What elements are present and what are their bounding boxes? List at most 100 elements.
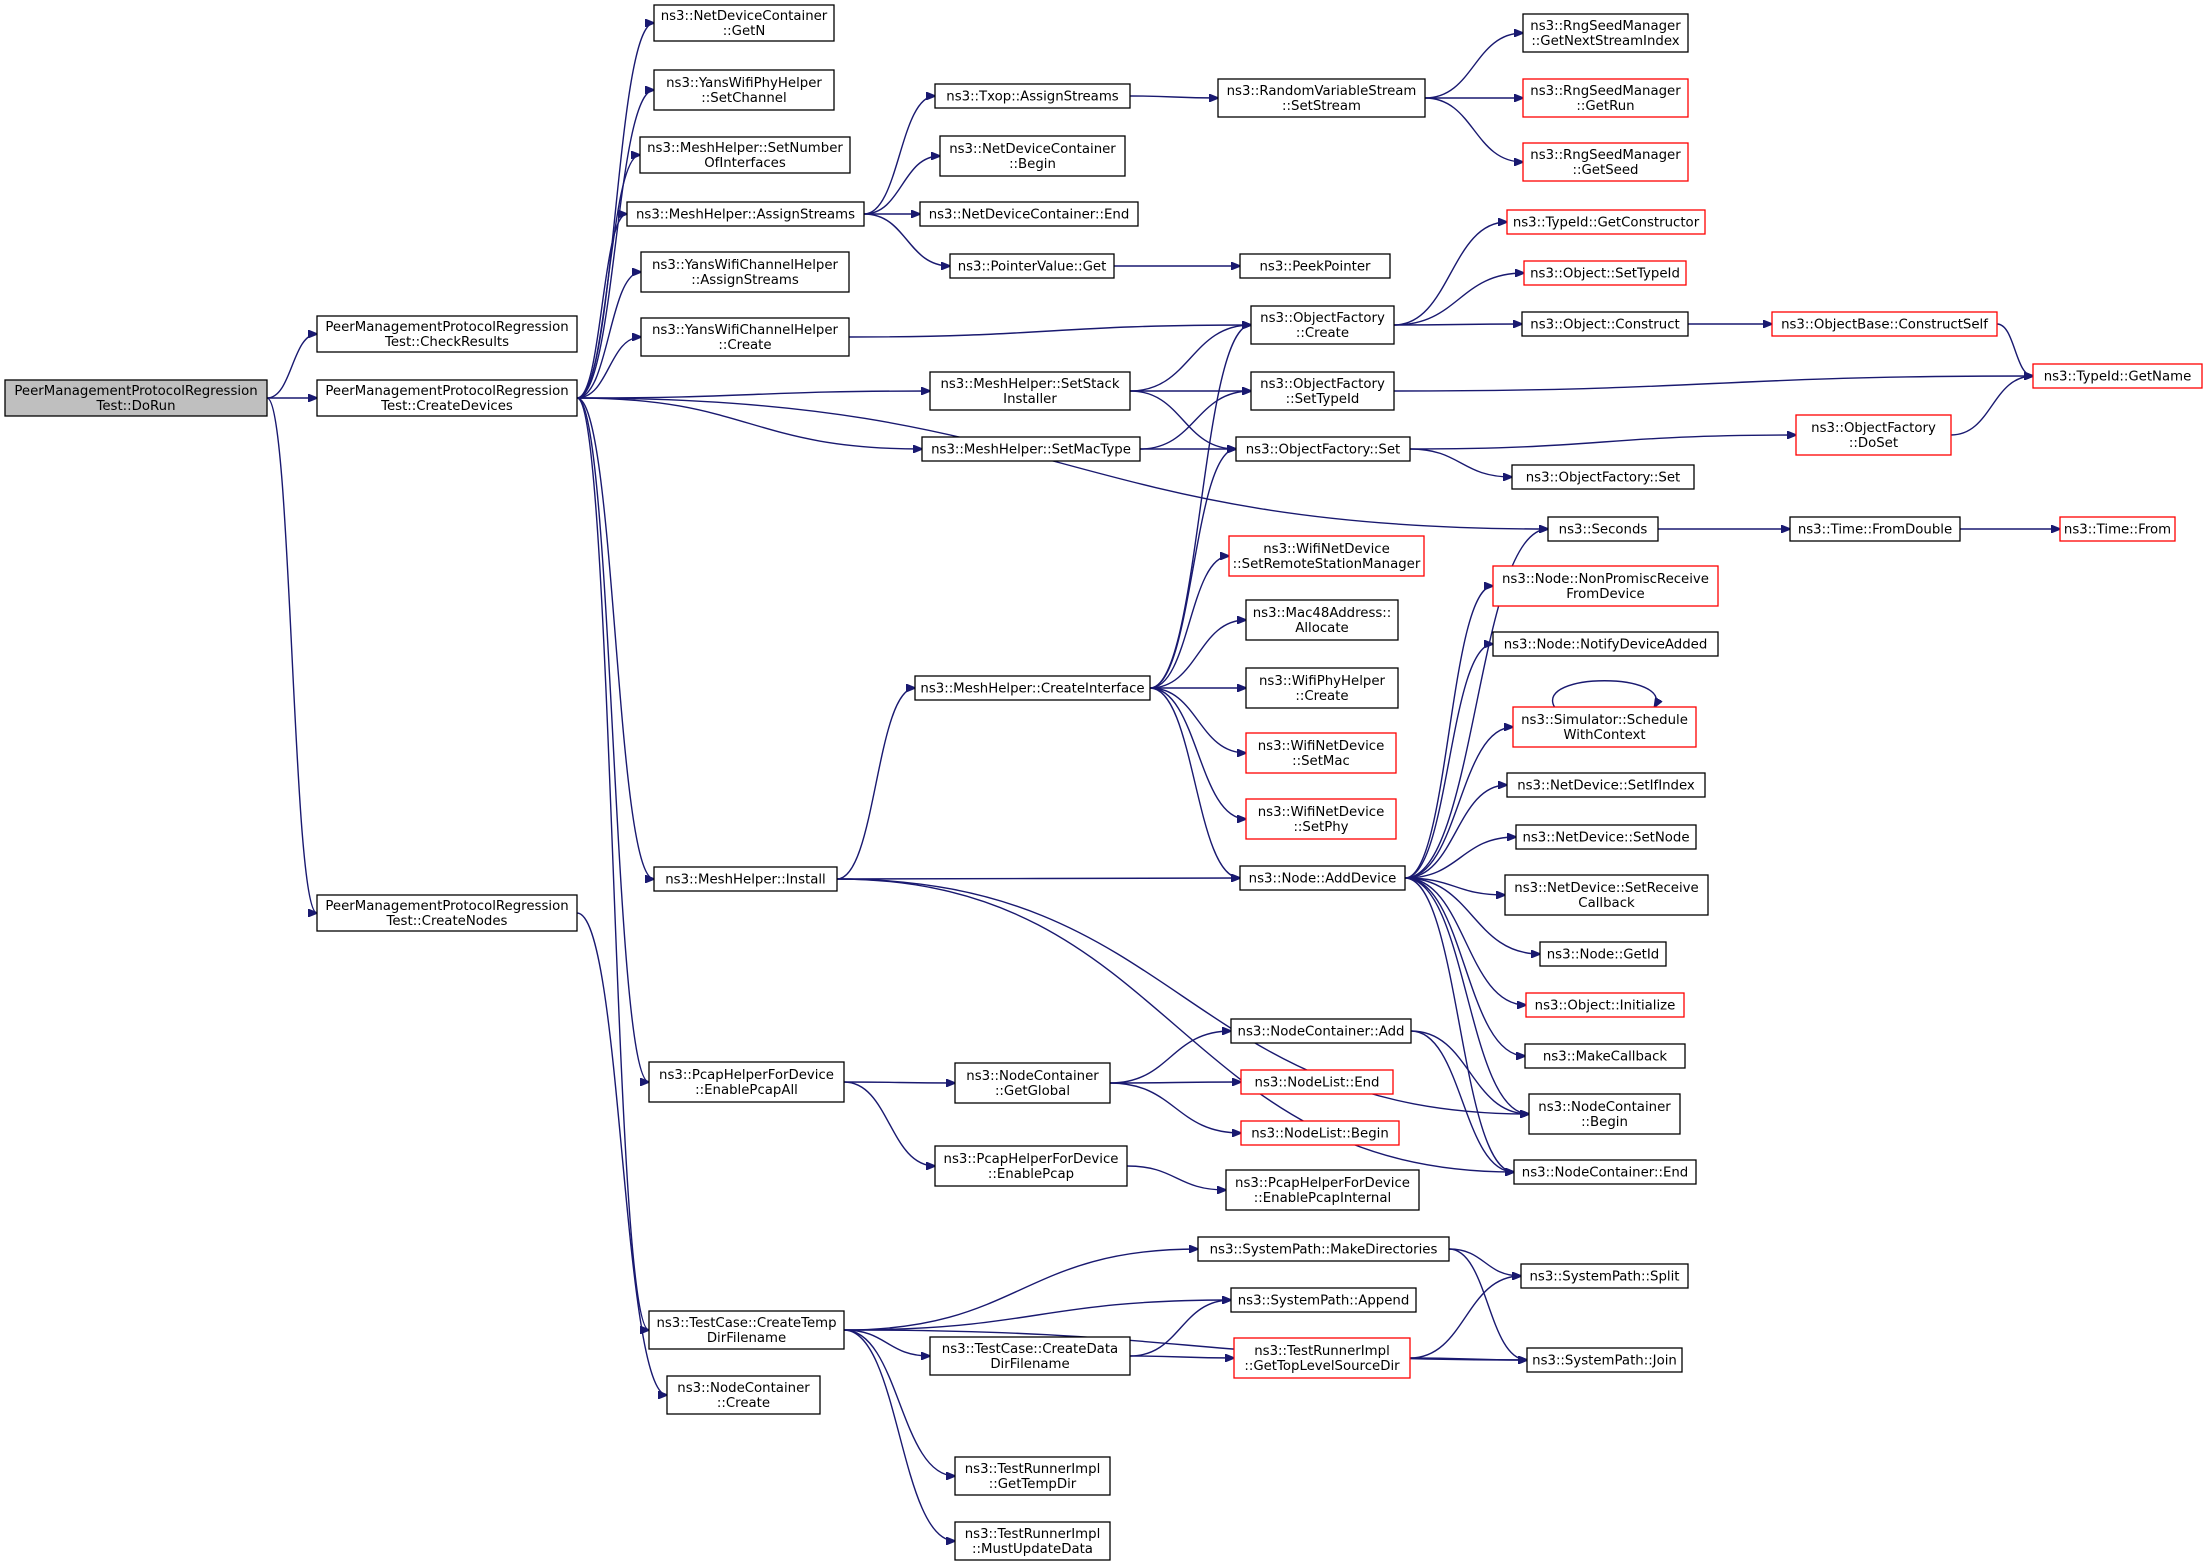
node-box	[1528, 1093, 1681, 1135]
node-ns3-txop-assignstreams[interactable]: ns3::Txop::AssignStreams	[934, 83, 1131, 109]
edge-n36-to-n55	[1404, 785, 1507, 879]
node-ns3-time-fromdouble[interactable]: ns3::Time::FromDouble	[1789, 516, 1961, 542]
node-ns3-nodecontainer-create[interactable]: ns3::NodeContainer::Create	[666, 1375, 821, 1415]
node-label-line: ::GetRun	[1576, 99, 1634, 114]
node-ns3-netdevicecontainer-end[interactable]: ns3::NetDeviceContainer::End	[919, 201, 1139, 227]
node-ns3-meshhelper-install[interactable]: ns3::MeshHelper::Install	[653, 866, 838, 892]
node-ns3-objectfactory-set[interactable]: ns3::ObjectFactory::Set	[1235, 436, 1411, 462]
node-ns3-wifinetdevice-setphy[interactable]: ns3::WifiNetDevice::SetPhy	[1245, 798, 1397, 840]
node-ns3-netdevicecontainer-begin[interactable]: ns3::NetDeviceContainer::Begin	[939, 135, 1126, 177]
node-ns3-systempath-split[interactable]: ns3::SystemPath::Split	[1520, 1263, 1689, 1289]
edge-n30-to-n50	[1409, 448, 1512, 477]
node-ns3-pcaphelperfordevice-enablepcapinternal[interactable]: ns3::PcapHelperForDevice::EnablePcapInte…	[1225, 1169, 1420, 1211]
node-ns3-yanswifiphyhelper-setchannel[interactable]: ns3::YansWifiPhyHelper::SetChannel	[653, 69, 835, 111]
node-ns3-rngseedmanager-getrun[interactable]: ns3::RngSeedManager::GetRun	[1522, 78, 1689, 118]
node-ns3-meshhelper-createinterface[interactable]: ns3::MeshHelper::CreateInterface	[914, 675, 1151, 701]
node-label-line: ns3::ObjectFactory::Set	[1526, 471, 1680, 486]
node-ns3-nodecontainer-add[interactable]: ns3::NodeContainer::Add	[1230, 1018, 1412, 1044]
node-ns3-testrunnerimpl-gettoplevelsourcedir[interactable]: ns3::TestRunnerImpl::GetTopLevelSourceDi…	[1233, 1337, 1411, 1379]
node-label-line: ns3::TestCase::CreateTemp	[656, 1316, 836, 1331]
node-ns3-pointervalue-get[interactable]: ns3::PointerValue::Get	[949, 253, 1115, 279]
node-ns3-time-from[interactable]: ns3::Time::From	[2059, 516, 2176, 542]
node-ns3-yanswifichannelhelper-assignstreams[interactable]: ns3::YansWifiChannelHelper::AssignStream…	[640, 251, 850, 293]
node-ns3-yanswifichannelhelper-create[interactable]: ns3::YansWifiChannelHelper::Create	[640, 317, 850, 357]
edge-n7-to-n17	[863, 213, 950, 266]
node-ns3-peekpointer[interactable]: ns3::PeekPointer	[1239, 253, 1391, 279]
node-ns3-nodelist-begin[interactable]: ns3::NodeList::Begin	[1240, 1120, 1400, 1146]
node-ns3-meshhelper-assignstreams[interactable]: ns3::MeshHelper::AssignStreams	[626, 201, 865, 227]
node-ns3-mac48address-allocate[interactable]: ns3::Mac48Address::Allocate	[1245, 599, 1399, 641]
edge-n0-to-n3	[266, 397, 317, 913]
node-ns3-makecallback[interactable]: ns3::MakeCallback	[1524, 1043, 1686, 1069]
node-label-line: OfInterfaces	[704, 156, 786, 171]
node-label-line: ::GetTempDir	[989, 1477, 1077, 1492]
node-ns3-rngseedmanager-getseed[interactable]: ns3::RngSeedManager::GetSeed	[1522, 142, 1689, 182]
node-ns3-systempath-append[interactable]: ns3::SystemPath::Append	[1230, 1287, 1417, 1313]
node-ns3-objectfactory-doset[interactable]: ns3::ObjectFactory::DoSet	[1795, 414, 1952, 456]
node-ns3-netdevice-setifindex[interactable]: ns3::NetDevice::SetIfIndex	[1506, 772, 1706, 798]
node-ns3-meshhelper-setmactype[interactable]: ns3::MeshHelper::SetMacType	[921, 436, 1141, 462]
node-box	[1521, 311, 1689, 337]
node-ns3-netdevice-setnode[interactable]: ns3::NetDevice::SetNode	[1515, 824, 1697, 850]
edge-n3-to-n13	[576, 912, 667, 1395]
node-ns3-randomvariablestream-setstream[interactable]: ns3::RandomVariableStream::SetStream	[1217, 78, 1426, 118]
edge-n37-to-n62	[1410, 1030, 1514, 1172]
node-ns3-pcaphelperfordevice-enablepcap[interactable]: ns3::PcapHelperForDevice::EnablePcap	[934, 1145, 1128, 1187]
node-peermanagementprotocolregressiontest-dorun[interactable]: PeerManagementProtocolRegressionTest::Do…	[4, 379, 268, 417]
node-ns3-object-settypeid[interactable]: ns3::Object::SetTypeId	[1523, 260, 1687, 286]
edge-n18-to-n28	[1129, 325, 1251, 392]
node-peermanagementprotocolregressiontest-createdevices[interactable]: PeerManagementProtocolRegressionTest::Cr…	[316, 379, 578, 417]
node-ns3-nodelist-end[interactable]: ns3::NodeList::End	[1240, 1069, 1394, 1095]
edge-n2-to-n5	[576, 90, 654, 399]
edge-n36-to-n61	[1404, 877, 1529, 1114]
node-ns3-systempath-makedirectories[interactable]: ns3::SystemPath::MakeDirectories	[1197, 1236, 1450, 1262]
node-ns3-systempath-join[interactable]: ns3::SystemPath::Join	[1526, 1347, 1683, 1373]
node-label-line: ::SetStream	[1282, 99, 1361, 114]
node-ns3-nodecontainer-getglobal[interactable]: ns3::NodeContainer::GetGlobal	[954, 1062, 1111, 1104]
node-label-line: ns3::Node::AddDevice	[1249, 872, 1397, 887]
node-ns3-objectbase-constructself[interactable]: ns3::ObjectBase::ConstructSelf	[1771, 311, 1998, 337]
node-ns3-nodecontainer-end[interactable]: ns3::NodeContainer::End	[1513, 1159, 1697, 1185]
node-label-line: ns3::ObjectFactory	[1260, 311, 1385, 326]
node-ns3-wifinetdevice-setmac[interactable]: ns3::WifiNetDevice::SetMac	[1245, 732, 1397, 774]
node-box	[1197, 1236, 1450, 1262]
node-ns3-node-adddevice[interactable]: ns3::Node::AddDevice	[1239, 865, 1406, 891]
node-ns3-testrunnerimpl-mustupdatedata[interactable]: ns3::TestRunnerImpl::MustUpdateData	[954, 1521, 1111, 1561]
node-peermanagementprotocolregressiontest-createnodes[interactable]: PeerManagementProtocolRegressionTest::Cr…	[316, 894, 578, 932]
edge-n7-to-n15	[863, 156, 940, 215]
node-ns3-seconds[interactable]: ns3::Seconds	[1547, 516, 1659, 542]
node-ns3-typeid-getname[interactable]: ns3::TypeId::GetName	[2032, 363, 2203, 389]
node-ns3-wifiphyhelper-create[interactable]: ns3::WifiPhyHelper::Create	[1245, 667, 1399, 709]
node-ns3-object-initialize[interactable]: ns3::Object::Initialize	[1525, 992, 1685, 1018]
node-ns3-typeid-getconstructor[interactable]: ns3::TypeId::GetConstructor	[1506, 209, 1706, 235]
node-ns3-pcaphelperfordevice-enablepcapall[interactable]: ns3::PcapHelperForDevice::EnablePcapAll	[648, 1061, 845, 1103]
node-box	[939, 135, 1126, 177]
node-ns3-wifinetdevice-setremotestationmanager[interactable]: ns3::WifiNetDevice::SetRemoteStationMana…	[1228, 535, 1425, 577]
node-box	[1522, 142, 1689, 182]
node-peermanagementprotocolregressiontest-checkresults[interactable]: PeerManagementProtocolRegressionTest::Ch…	[316, 315, 578, 353]
node-box	[914, 675, 1151, 701]
node-ns3-testrunnerimpl-gettempdir[interactable]: ns3::TestRunnerImpl::GetTempDir	[954, 1456, 1111, 1496]
node-ns3-objectfactory-settypeid[interactable]: ns3::ObjectFactory::SetTypeId	[1250, 371, 1395, 411]
node-label-line: ns3::YansWifiChannelHelper	[652, 323, 839, 338]
node-ns3-objectfactory-create[interactable]: ns3::ObjectFactory::Create	[1250, 305, 1395, 345]
node-ns3-rngseedmanager-getnextstreamindex[interactable]: ns3::RngSeedManager::GetNextStreamIndex	[1522, 13, 1689, 53]
node-ns3-nodecontainer-begin[interactable]: ns3::NodeContainer::Begin	[1528, 1093, 1681, 1135]
node-ns3-netdevicecontainer-getn[interactable]: ns3::NetDeviceContainer::GetN	[653, 4, 835, 42]
node-label-line: ns3::YansWifiPhyHelper	[666, 76, 822, 91]
node-ns3-object-construct[interactable]: ns3::Object::Construct	[1521, 311, 1689, 337]
node-ns3-node-getid[interactable]: ns3::Node::GetId	[1539, 941, 1667, 967]
node-label-line: ::Create	[717, 1396, 770, 1411]
node-label-line: ns3::PcapHelperForDevice	[659, 1068, 834, 1083]
node-ns3-objectfactory-set[interactable]: ns3::ObjectFactory::Set	[1511, 464, 1695, 490]
node-ns3-node-notifydeviceadded[interactable]: ns3::Node::NotifyDeviceAdded	[1492, 631, 1719, 657]
node-box	[1513, 1159, 1697, 1185]
node-box	[1217, 78, 1426, 118]
